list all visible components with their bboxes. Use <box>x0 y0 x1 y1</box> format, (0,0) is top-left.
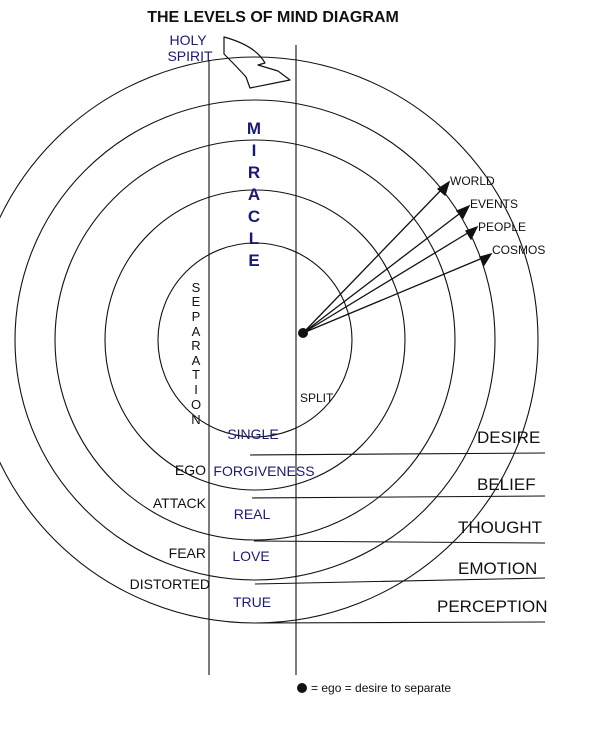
separation-letter: O <box>191 397 201 412</box>
quality-label-forgiveness: FORGIVENESS <box>213 463 314 479</box>
legend-text: = ego = desire to separate <box>311 681 451 695</box>
miracle-letter: E <box>248 251 259 270</box>
desire-circle <box>157 242 353 438</box>
miracle-letter: M <box>247 119 261 138</box>
miracle-letter: I <box>252 141 257 160</box>
miracle-letter: L <box>249 229 259 248</box>
split-label: SPLIT <box>300 391 334 405</box>
holy-spirit-arrow <box>223 36 291 89</box>
separation-letter: N <box>191 412 200 427</box>
separation-word: S E P A R A T I O N <box>191 280 201 427</box>
perception-circle <box>0 56 539 624</box>
arrow-to-world <box>302 186 445 334</box>
quality-label-single: SINGLE <box>227 426 278 442</box>
level-circles <box>0 56 539 624</box>
level-label-emotion: EMOTION <box>458 559 537 578</box>
separation-letter: T <box>192 367 200 382</box>
perception-leader-line <box>254 621 546 624</box>
diagram-title: THE LEVELS OF MIND DIAGRAM <box>147 9 399 26</box>
outer-label-cosmos: COSMOS <box>492 243 545 257</box>
separation-letter: A <box>192 353 201 368</box>
separation-letter: E <box>192 294 201 309</box>
arrow-to-people <box>302 230 472 334</box>
quality-label-true: TRUE <box>233 594 271 610</box>
arrow-head-cosmos <box>479 252 493 267</box>
separation-letter: R <box>191 338 200 353</box>
holy-spirit-label-line-1: HOLY <box>169 32 207 48</box>
ego-side-label-distorted: DISTORTED <box>130 576 210 592</box>
outer-label-people: PEOPLE <box>478 220 526 234</box>
quality-label-love: LOVE <box>232 548 269 564</box>
separation-letter: P <box>192 309 201 324</box>
outer-label-events: EVENTS <box>470 197 518 211</box>
miracle-word: M I R A C L E <box>247 119 261 270</box>
thought-leader-line <box>253 540 546 544</box>
level-label-desire: DESIRE <box>477 428 540 447</box>
miracle-letter: C <box>248 207 260 226</box>
outer-label-world: WORLD <box>450 174 495 188</box>
arrow-to-cosmos <box>302 256 486 334</box>
arrow-head-world <box>436 180 451 197</box>
ego-side-label-ego: EGO <box>175 462 206 478</box>
level-label-perception: PERCEPTION <box>437 597 548 616</box>
miracle-letter: R <box>248 163 260 182</box>
arrow-to-events <box>302 210 464 334</box>
level-label-belief: BELIEF <box>477 475 536 494</box>
level-label-thought: THOUGHT <box>458 518 542 537</box>
desire-leader-line <box>249 452 546 456</box>
separation-letter: I <box>194 382 198 397</box>
arrow-head-people <box>465 225 479 241</box>
arrow-head-events <box>455 204 471 220</box>
legend-ego-dot <box>297 683 307 693</box>
ego-dot <box>298 328 308 338</box>
separation-letter: A <box>192 324 201 339</box>
emotion-circle <box>14 99 496 581</box>
emotion-leader-line <box>254 577 546 585</box>
thought-circle <box>54 139 456 541</box>
miracle-letter: A <box>248 185 260 204</box>
holy-spirit-label-line-2: SPIRIT <box>167 48 213 64</box>
belief-circle <box>104 189 406 491</box>
ego-side-label-fear: FEAR <box>169 545 206 561</box>
quality-label-real: REAL <box>234 506 271 522</box>
separation-letter: S <box>192 280 201 295</box>
ego-side-label-attack: ATTACK <box>153 495 207 511</box>
belief-leader-line <box>251 495 546 499</box>
